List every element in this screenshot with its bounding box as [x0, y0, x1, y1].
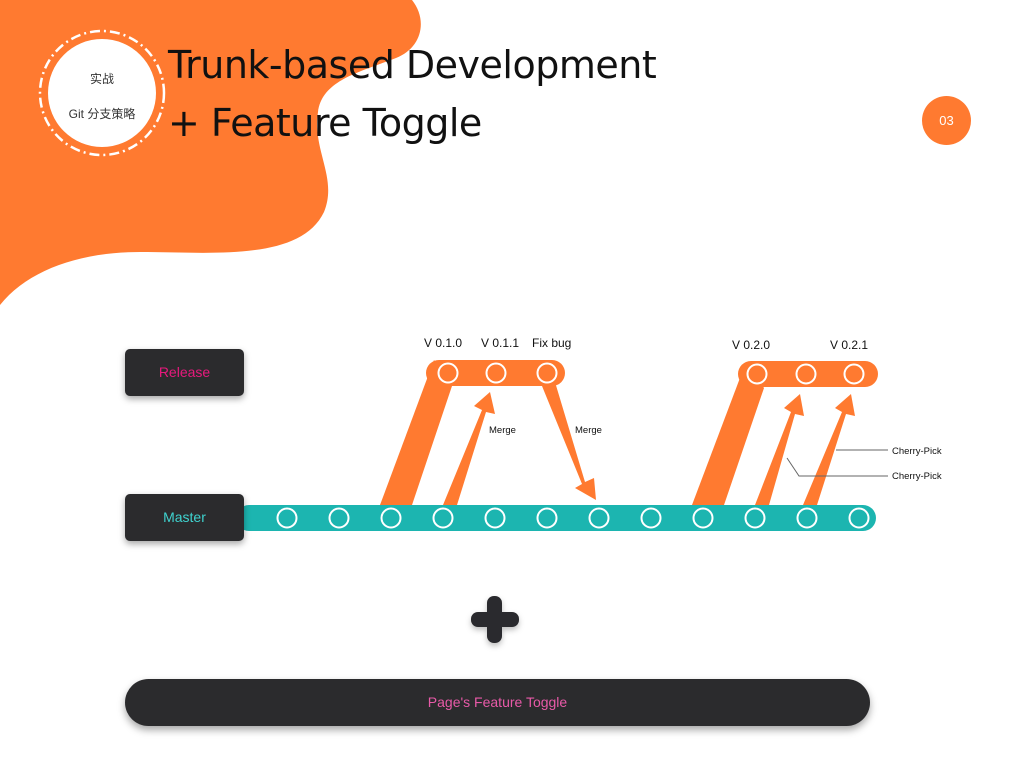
release-2-commit [843, 363, 865, 385]
master-commit [276, 507, 298, 529]
badge-line-1: 实战 [89, 72, 114, 86]
release-1-commit [437, 362, 459, 384]
master-commits [276, 507, 870, 529]
feature-toggle-bar: Page's Feature Toggle [125, 679, 870, 726]
merge-down-label: Merge [575, 425, 602, 436]
merge-up-label: Merge [489, 425, 516, 436]
master-commit [484, 507, 506, 529]
master-commit [848, 507, 870, 529]
merge-up-arrow [443, 392, 495, 505]
release-2-version-label: V 0.2.0 [732, 338, 770, 352]
page-title-line-1: Trunk-based Development [168, 43, 657, 87]
release-1-version-label: Fix bug [532, 336, 571, 350]
page-title-line-2: + Feature Toggle [168, 101, 482, 145]
cherry-pick-leader-2 [786, 457, 888, 477]
release-2-commit [746, 363, 768, 385]
master-commit [640, 507, 662, 529]
release-1-version-label: V 0.1.1 [481, 336, 519, 350]
badge-dashed-ring [38, 29, 166, 157]
release-2-version-label: V 0.2.1 [830, 338, 868, 352]
feature-toggle-label: Page's Feature Toggle [427, 694, 568, 710]
page-number-badge: 03 [922, 96, 971, 145]
release-1-commit [536, 362, 558, 384]
cherry-pick-label: Cherry-Pick [892, 446, 942, 457]
master-commit [588, 507, 610, 529]
master-lane-label: Master [125, 494, 244, 541]
master-commit [380, 507, 402, 529]
cherry-pick-arrow-2 [803, 394, 855, 505]
release-2-bar [738, 361, 878, 387]
release-2-commit [795, 363, 817, 385]
master-commit [796, 507, 818, 529]
master-commit [692, 507, 714, 529]
master-commit [328, 507, 350, 529]
badge-line-2: Git 分支策略 [68, 107, 136, 121]
plus-icon [471, 596, 519, 643]
release-1-version-label: V 0.1.0 [424, 336, 462, 350]
release-lane-label: Release [125, 349, 244, 396]
master-commit [536, 507, 558, 529]
master-commit [432, 507, 454, 529]
cherry-pick-label: Cherry-Pick [892, 471, 942, 482]
master-commit [744, 507, 766, 529]
merge-down-arrow [542, 382, 596, 500]
release-1-bar [426, 360, 565, 386]
badge-disc [48, 39, 156, 147]
release-1-commit [485, 362, 507, 384]
release-2-branch-out [692, 362, 764, 505]
release-1-branch-out [380, 360, 452, 505]
cherry-pick-arrow-1 [755, 394, 804, 505]
